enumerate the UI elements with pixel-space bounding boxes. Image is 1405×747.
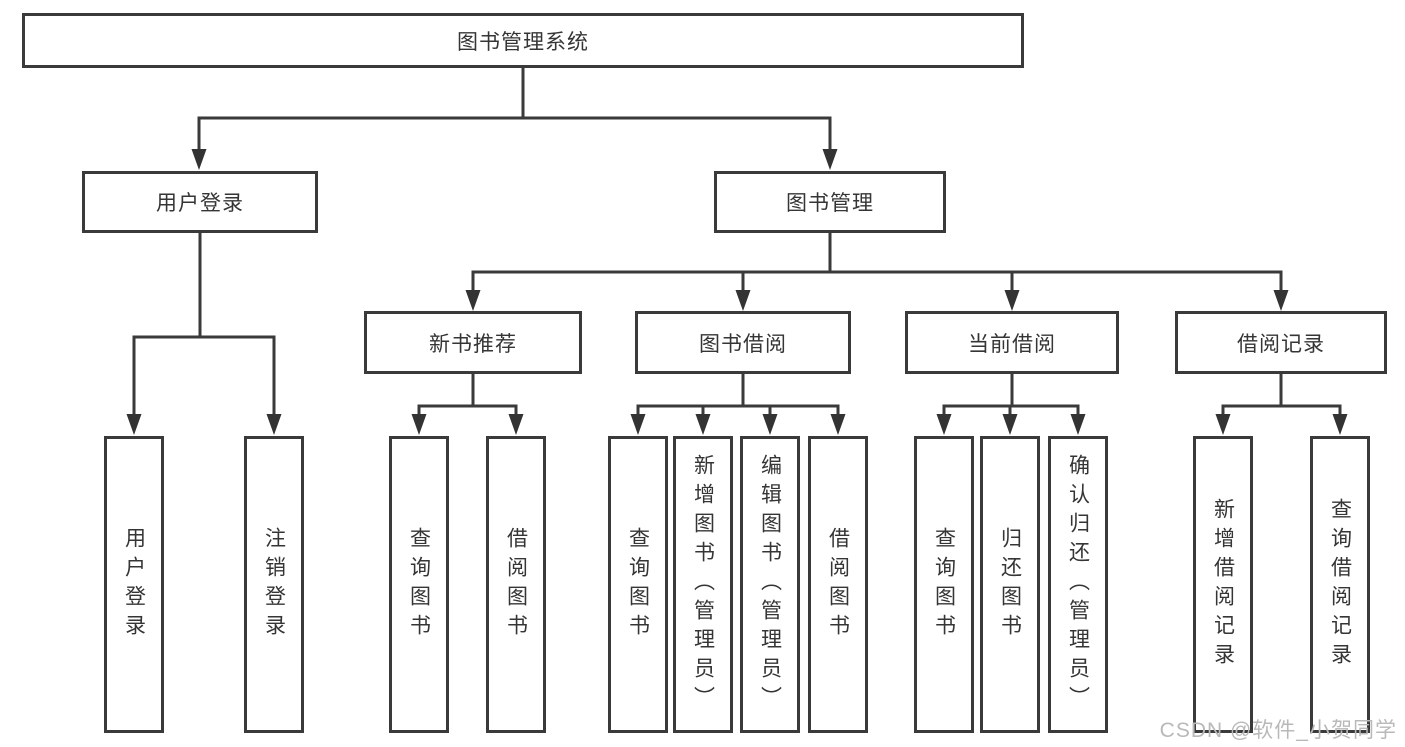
node-user-login-label: 用户登录 — [156, 192, 244, 215]
leaf-user-login-label: 用户登录 — [122, 526, 146, 643]
leaf-query-books-borrow: 查询图书 — [608, 436, 668, 733]
node-new-book-recommend-label: 新书推荐 — [429, 332, 517, 356]
csdn-watermark: CSDN @软件_小贺同学 — [1159, 719, 1397, 742]
leaf-borrow-books: 借阅图书 — [808, 436, 868, 733]
leaf-borrow-books-recommend: 借阅图书 — [486, 436, 546, 733]
leaf-borrow-books-recommend-label: 借阅图书 — [504, 526, 528, 643]
leaf-user-login: 用户登录 — [104, 436, 164, 733]
node-borrow-records: 借阅记录 — [1175, 311, 1387, 374]
leaf-query-books-recommend: 查询图书 — [389, 436, 449, 733]
node-book-management: 图书管理 — [714, 171, 946, 233]
leaf-add-borrow-record: 新增借阅记录 — [1193, 436, 1253, 733]
leaf-query-books-borrow-label: 查询图书 — [626, 526, 650, 643]
leaf-add-borrow-record-label: 新增借阅记录 — [1211, 497, 1235, 672]
node-borrow-records-label: 借阅记录 — [1237, 332, 1325, 356]
node-root-label: 图书管理系统 — [457, 30, 589, 54]
leaf-add-book-admin: 新增图书（管理员） — [673, 436, 733, 733]
node-book-borrow: 图书借阅 — [635, 311, 851, 374]
node-book-borrow-label: 图书借阅 — [699, 332, 787, 356]
leaf-edit-book-admin-label: 编辑图书（管理员） — [758, 454, 782, 715]
leaf-query-books-current: 查询图书 — [914, 436, 974, 733]
leaf-query-books-current-label: 查询图书 — [932, 526, 956, 643]
node-book-management-label: 图书管理 — [786, 192, 874, 215]
node-new-book-recommend: 新书推荐 — [364, 311, 582, 374]
node-current-borrow-label: 当前借阅 — [968, 332, 1056, 356]
leaf-logout-label: 注销登录 — [262, 526, 286, 643]
leaf-borrow-books-label: 借阅图书 — [826, 526, 850, 643]
node-root: 图书管理系统 — [22, 13, 1024, 68]
leaf-add-book-admin-label: 新增图书（管理员） — [691, 454, 715, 715]
leaf-return-books-label: 归还图书 — [998, 526, 1022, 643]
leaf-query-borrow-record-label: 查询借阅记录 — [1328, 497, 1352, 672]
leaf-query-borrow-record: 查询借阅记录 — [1310, 436, 1370, 733]
node-user-login: 用户登录 — [82, 171, 318, 233]
leaf-confirm-return-admin-label: 确认归还（管理员） — [1066, 454, 1090, 715]
leaf-confirm-return-admin: 确认归还（管理员） — [1048, 436, 1108, 733]
node-current-borrow: 当前借阅 — [905, 311, 1119, 374]
leaf-edit-book-admin: 编辑图书（管理员） — [740, 436, 800, 733]
leaf-query-books-recommend-label: 查询图书 — [407, 526, 431, 643]
leaf-logout: 注销登录 — [244, 436, 304, 733]
leaf-return-books: 归还图书 — [980, 436, 1040, 733]
